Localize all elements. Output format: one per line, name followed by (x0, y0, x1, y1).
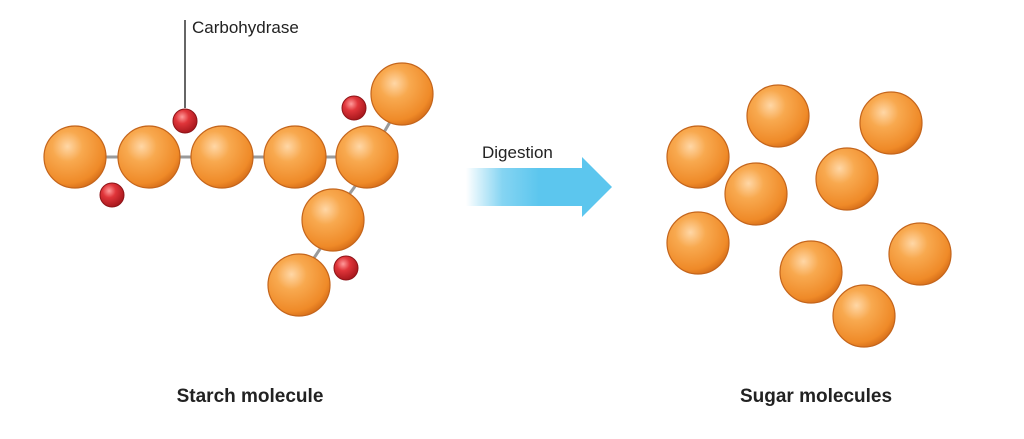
sugar-caption: Sugar molecules (740, 386, 892, 407)
glucose-unit (190, 125, 254, 189)
enzyme-label: Carbohydrase (192, 18, 299, 37)
enzyme-molecule (341, 95, 367, 121)
enzyme-molecule (172, 108, 198, 134)
sugar-molecule (746, 84, 810, 148)
sugar-molecule (832, 284, 896, 348)
glucose-unit (267, 253, 331, 317)
arrow-icon (466, 157, 612, 217)
starch-caption: Starch molecule (177, 386, 324, 407)
glucose-unit (335, 125, 399, 189)
glucose-unit (117, 125, 181, 189)
sugar-molecule (724, 162, 788, 226)
digestion-arrow: Digestion (466, 143, 612, 217)
glucose-unit (263, 125, 327, 189)
glucose-unit (43, 125, 107, 189)
glucose-unit (370, 62, 434, 126)
sugar-molecule (666, 125, 730, 189)
sugar-molecule (779, 240, 843, 304)
sugar-molecule (859, 91, 923, 155)
enzyme-molecule (333, 255, 359, 281)
sugar-molecules (666, 84, 952, 348)
carbohydrase-enzymes (99, 95, 367, 281)
sugar-molecule (666, 211, 730, 275)
process-label: Digestion (482, 143, 553, 162)
starch-glucose-units (43, 62, 434, 317)
starch-molecule: Carbohydrase (43, 18, 434, 317)
enzyme-molecule (99, 182, 125, 208)
sugar-molecule (888, 222, 952, 286)
glucose-unit (301, 188, 365, 252)
sugar-molecule (815, 147, 879, 211)
